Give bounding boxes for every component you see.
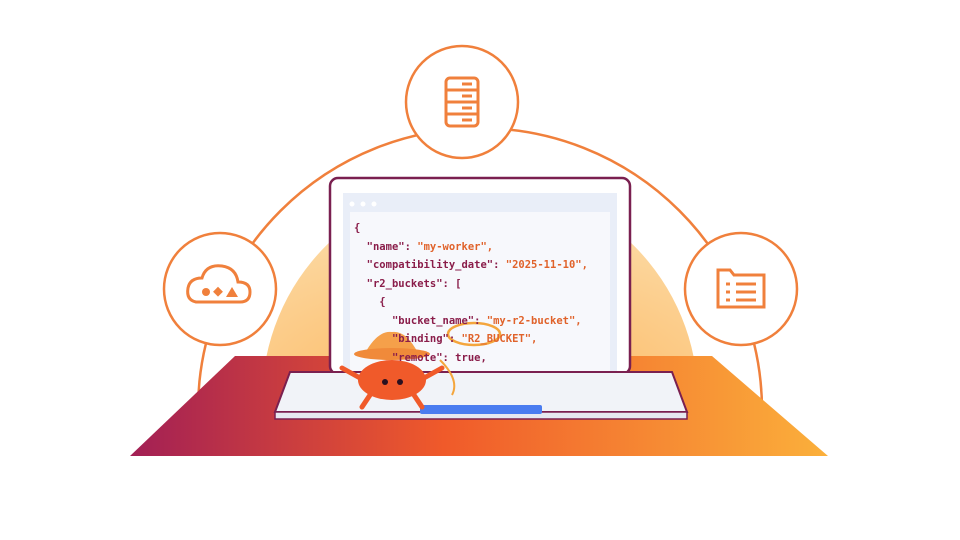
highlight-ellipse	[446, 321, 502, 347]
crab-mascot	[339, 331, 456, 410]
cloud-icon-circle	[162, 231, 278, 347]
file-list-icon-circle	[683, 231, 799, 347]
config-code: { "name": "my-worker", "compatibility_da…	[354, 222, 588, 364]
database-icon-circle	[404, 44, 520, 160]
